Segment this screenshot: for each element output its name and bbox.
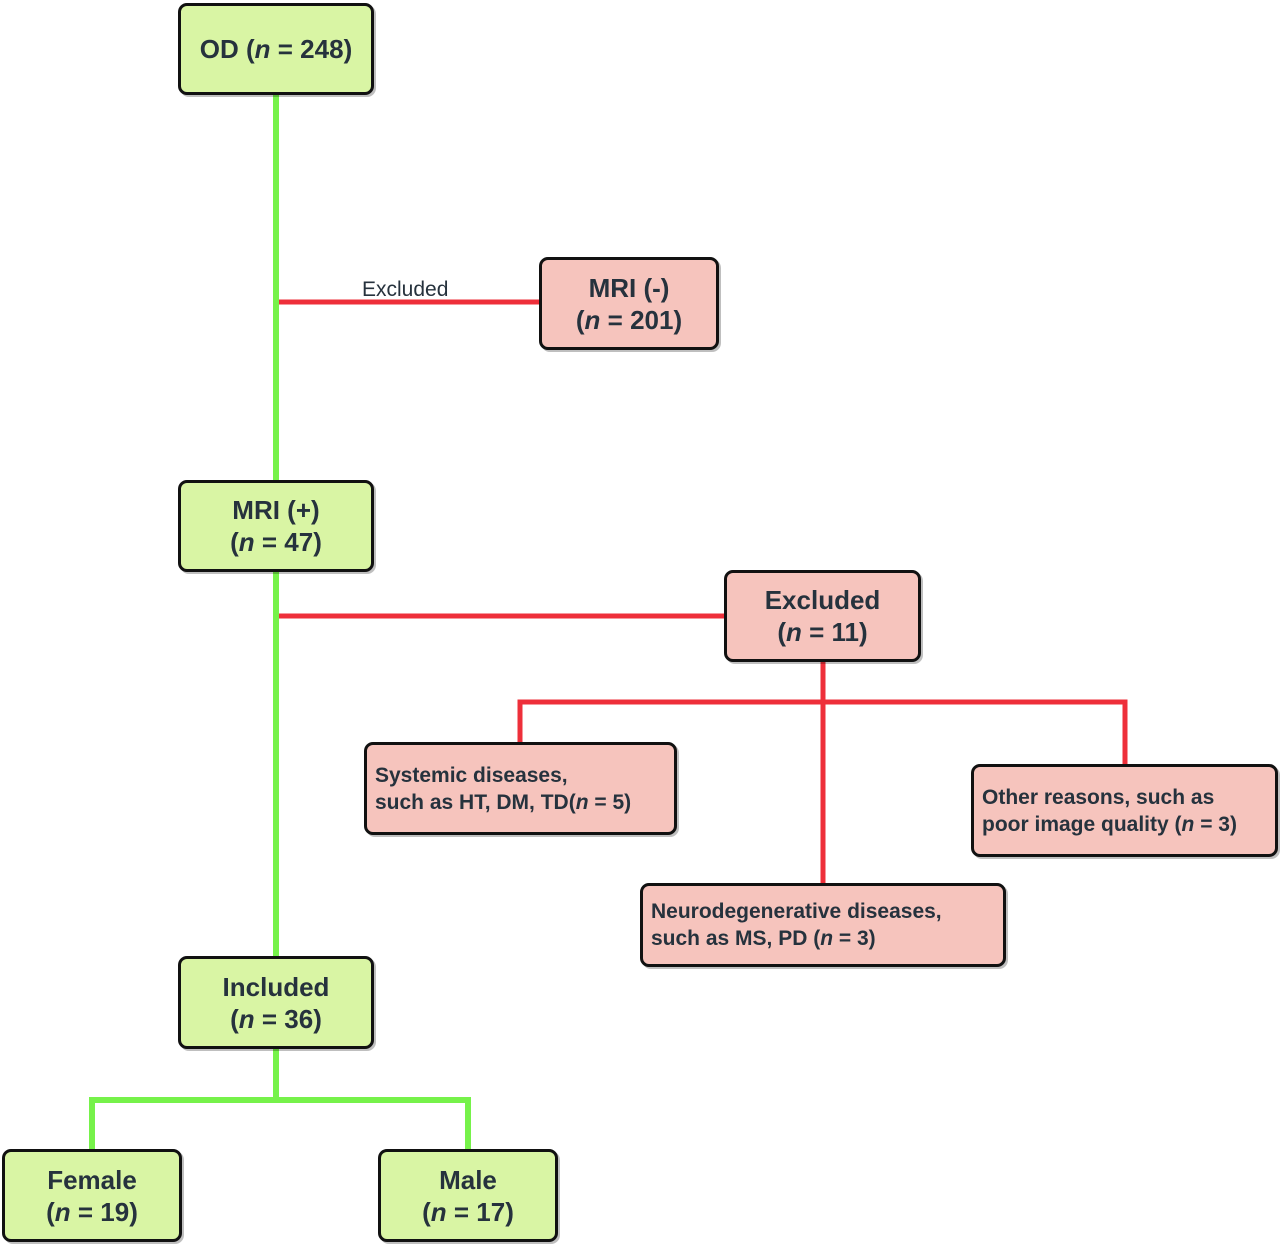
node-excluded-count: (n = 11) [777, 617, 868, 647]
node-male-count: (n = 17) [422, 1196, 514, 1227]
node-included-label: Included [222, 971, 330, 1002]
node-neurodegenerative-diseases: Neurodegenerative diseases, such as MS, … [640, 883, 1006, 967]
node-mri-negative: MRI (-) (n = 201) [539, 257, 719, 350]
branch-to-female [89, 1097, 276, 1151]
node-systemic-line2: such as HT, DM, TD(n = 5) [375, 790, 632, 814]
node-included: Included (n = 36) [178, 956, 374, 1049]
node-male-label: Male [439, 1164, 497, 1195]
node-od-text: OD (n = 248) [199, 34, 353, 64]
node-mri-negative-label: MRI (-) [588, 272, 670, 303]
node-female: Female (n = 19) [2, 1149, 182, 1242]
node-mri-negative-count: (n = 201) [575, 304, 683, 335]
node-mri-positive-count: (n = 47) [230, 527, 322, 557]
node-excluded: Excluded (n = 11) [724, 570, 921, 662]
node-neuro-line2: such as MS, PD (n = 3) [651, 927, 876, 950]
node-systemic-line1: Systemic diseases, [375, 763, 568, 787]
node-other-reasons: Other reasons, such as poor image qualit… [971, 764, 1278, 857]
branch-to-other [823, 699, 1128, 766]
node-female-label: Female [47, 1164, 137, 1195]
node-male: Male (n = 17) [378, 1149, 558, 1242]
node-mri-positive: MRI (+) (n = 47) [178, 480, 374, 572]
branch-to-male [276, 1097, 471, 1151]
node-mri-positive-label: MRI (+) [232, 495, 320, 525]
node-included-count: (n = 36) [230, 1003, 322, 1034]
node-excluded-label: Excluded [764, 585, 881, 615]
node-other-line2: poor image quality (n = 3) [982, 812, 1237, 836]
node-systemic-diseases: Systemic diseases, such as HT, DM, TD(n … [364, 742, 677, 835]
node-neuro-line1: Neurodegenerative diseases, [651, 900, 942, 923]
branch-to-systemic [517, 699, 823, 744]
node-other-line1: Other reasons, such as [982, 785, 1215, 809]
node-female-count: (n = 19) [46, 1196, 138, 1227]
edge-label-excluded: Excluded [362, 278, 449, 301]
node-od: OD (n = 248) [178, 3, 374, 95]
